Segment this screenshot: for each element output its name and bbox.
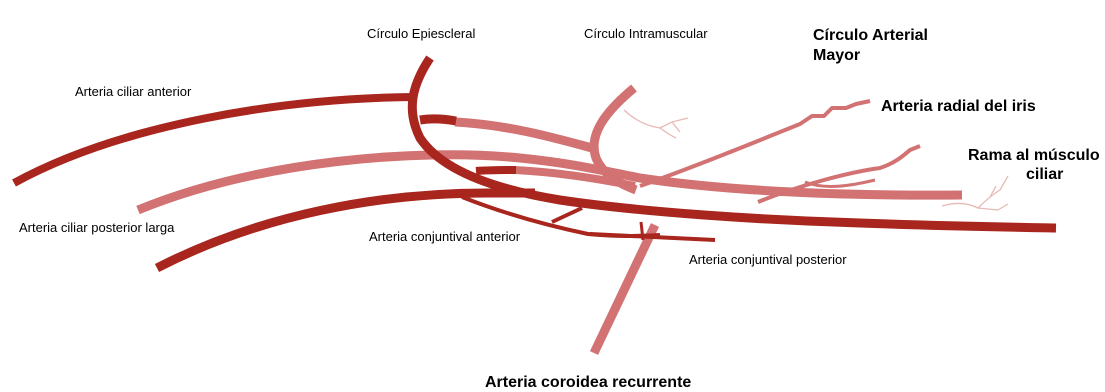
- label-arteria-conjuntival-anterior: Arteria conjuntival anterior: [369, 229, 520, 244]
- label-arteria-conjuntival-posterior: Arteria conjuntival posterior: [689, 252, 847, 267]
- conjuntival-vertical-vessel: [641, 222, 643, 240]
- label-arteria-ciliar-anterior: Arteria ciliar anterior: [75, 84, 191, 99]
- label-rama-musculo-ciliar-line2: ciliar: [1026, 165, 1063, 184]
- label-rama-musculo-ciliar-line1: Rama al músculo: [968, 146, 1100, 165]
- label-circulo-arterial-mayor-line2: Mayor: [813, 46, 860, 65]
- label-arteria-radial-iris: Arteria radial del iris: [881, 97, 1036, 116]
- conjuntival-connector-vessel: [552, 208, 582, 222]
- circulo-epiescleral-upper-connection: [420, 119, 456, 121]
- circulo-intramuscular-upper-vessel: [455, 122, 592, 148]
- circulo-arterial-mayor-vessel: [476, 170, 516, 171]
- label-arteria-coroidea-recurrente: Arteria coroidea recurrente: [485, 373, 691, 392]
- arteria-radial-iris-vessel: [640, 101, 870, 186]
- label-circulo-arterial-mayor-line1: Círculo Arterial: [813, 26, 928, 45]
- label-circulo-epiescleral: Círculo Epiescleral: [367, 26, 475, 41]
- arteria-ciliar-anterior-vessel: [14, 97, 416, 183]
- circulo-epiescleral-vessel: [412, 58, 1056, 228]
- arteria-coroidea-recurrente-vessel: [594, 225, 655, 353]
- label-arteria-ciliar-posterior-larga: Arteria ciliar posterior larga: [19, 220, 174, 235]
- label-circulo-intramuscular: Círculo Intramuscular: [584, 26, 708, 41]
